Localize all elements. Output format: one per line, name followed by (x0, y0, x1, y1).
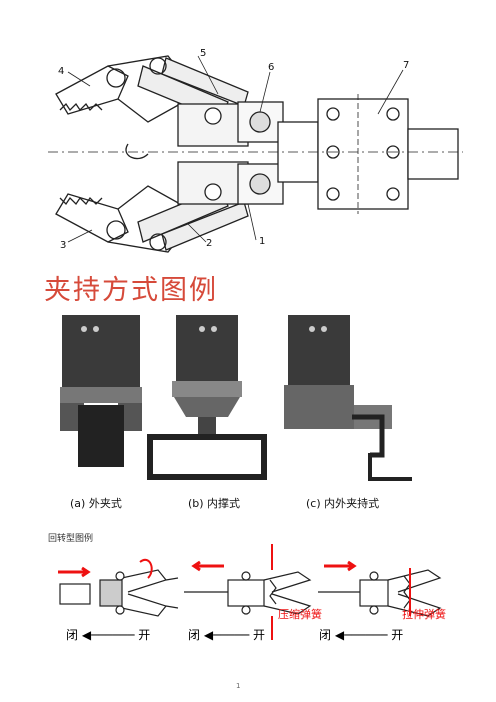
close-open-indicator-2: 闭 ◀───── 开 (188, 626, 265, 643)
caption-internal-clamp: (b) 内撑式 (188, 497, 241, 510)
arrow-icon (58, 566, 91, 578)
close-label: 闭 (188, 628, 201, 642)
arrow-icon (324, 560, 357, 572)
open-label: 开 (253, 628, 266, 642)
caption-inner-outer-clamp: (c) 内外夹持式 (306, 497, 380, 510)
internal-clamp-illustration (147, 315, 267, 480)
figure-number: 1 (259, 236, 265, 247)
clamping-methods-figure (60, 315, 412, 481)
figure-number: 3 (60, 240, 66, 251)
rotary-example-1 (59, 559, 179, 617)
tension-spring-label: 拉伸弹簧 (402, 608, 446, 621)
figure-number: 5 (200, 48, 206, 59)
open-label: 开 (138, 628, 151, 642)
page-number: 1 (236, 682, 241, 690)
close-open-indicator-1: 闭 ◀────── 开 (66, 626, 150, 643)
subsection-title: 回转型图例 (48, 534, 94, 544)
close-label: 闭 (319, 628, 332, 642)
caption-external-clamp: (a) 外夹式 (70, 497, 122, 510)
close-label: 闭 (66, 628, 79, 642)
rotary-example-2 (184, 544, 312, 640)
section-title: 夹持方式图例 (44, 275, 218, 306)
rotary-example-3 (318, 568, 442, 617)
figure-number: 4 (58, 66, 64, 77)
rotary-gripper-examples (58, 544, 442, 640)
close-open-indicator-3: 闭 ◀────── 开 (319, 626, 403, 643)
inner-outer-clamp-illustration (284, 315, 412, 481)
direction-arrow-icon: ◀────── (81, 628, 135, 642)
direction-arrow-icon: ◀───── (203, 628, 250, 642)
external-clamp-illustration (60, 315, 142, 467)
arrow-icon (191, 560, 224, 572)
direction-arrow-icon: ◀────── (334, 628, 388, 642)
open-label: 开 (391, 628, 404, 642)
figure-number: 2 (206, 238, 212, 249)
figure-number: 7 (403, 60, 409, 71)
compression-spring-label: 压缩弹簧 (278, 608, 322, 621)
figure-number: 6 (268, 62, 274, 73)
gripper-mechanism-drawing: 1 2 3 4 5 6 7 (48, 48, 463, 253)
